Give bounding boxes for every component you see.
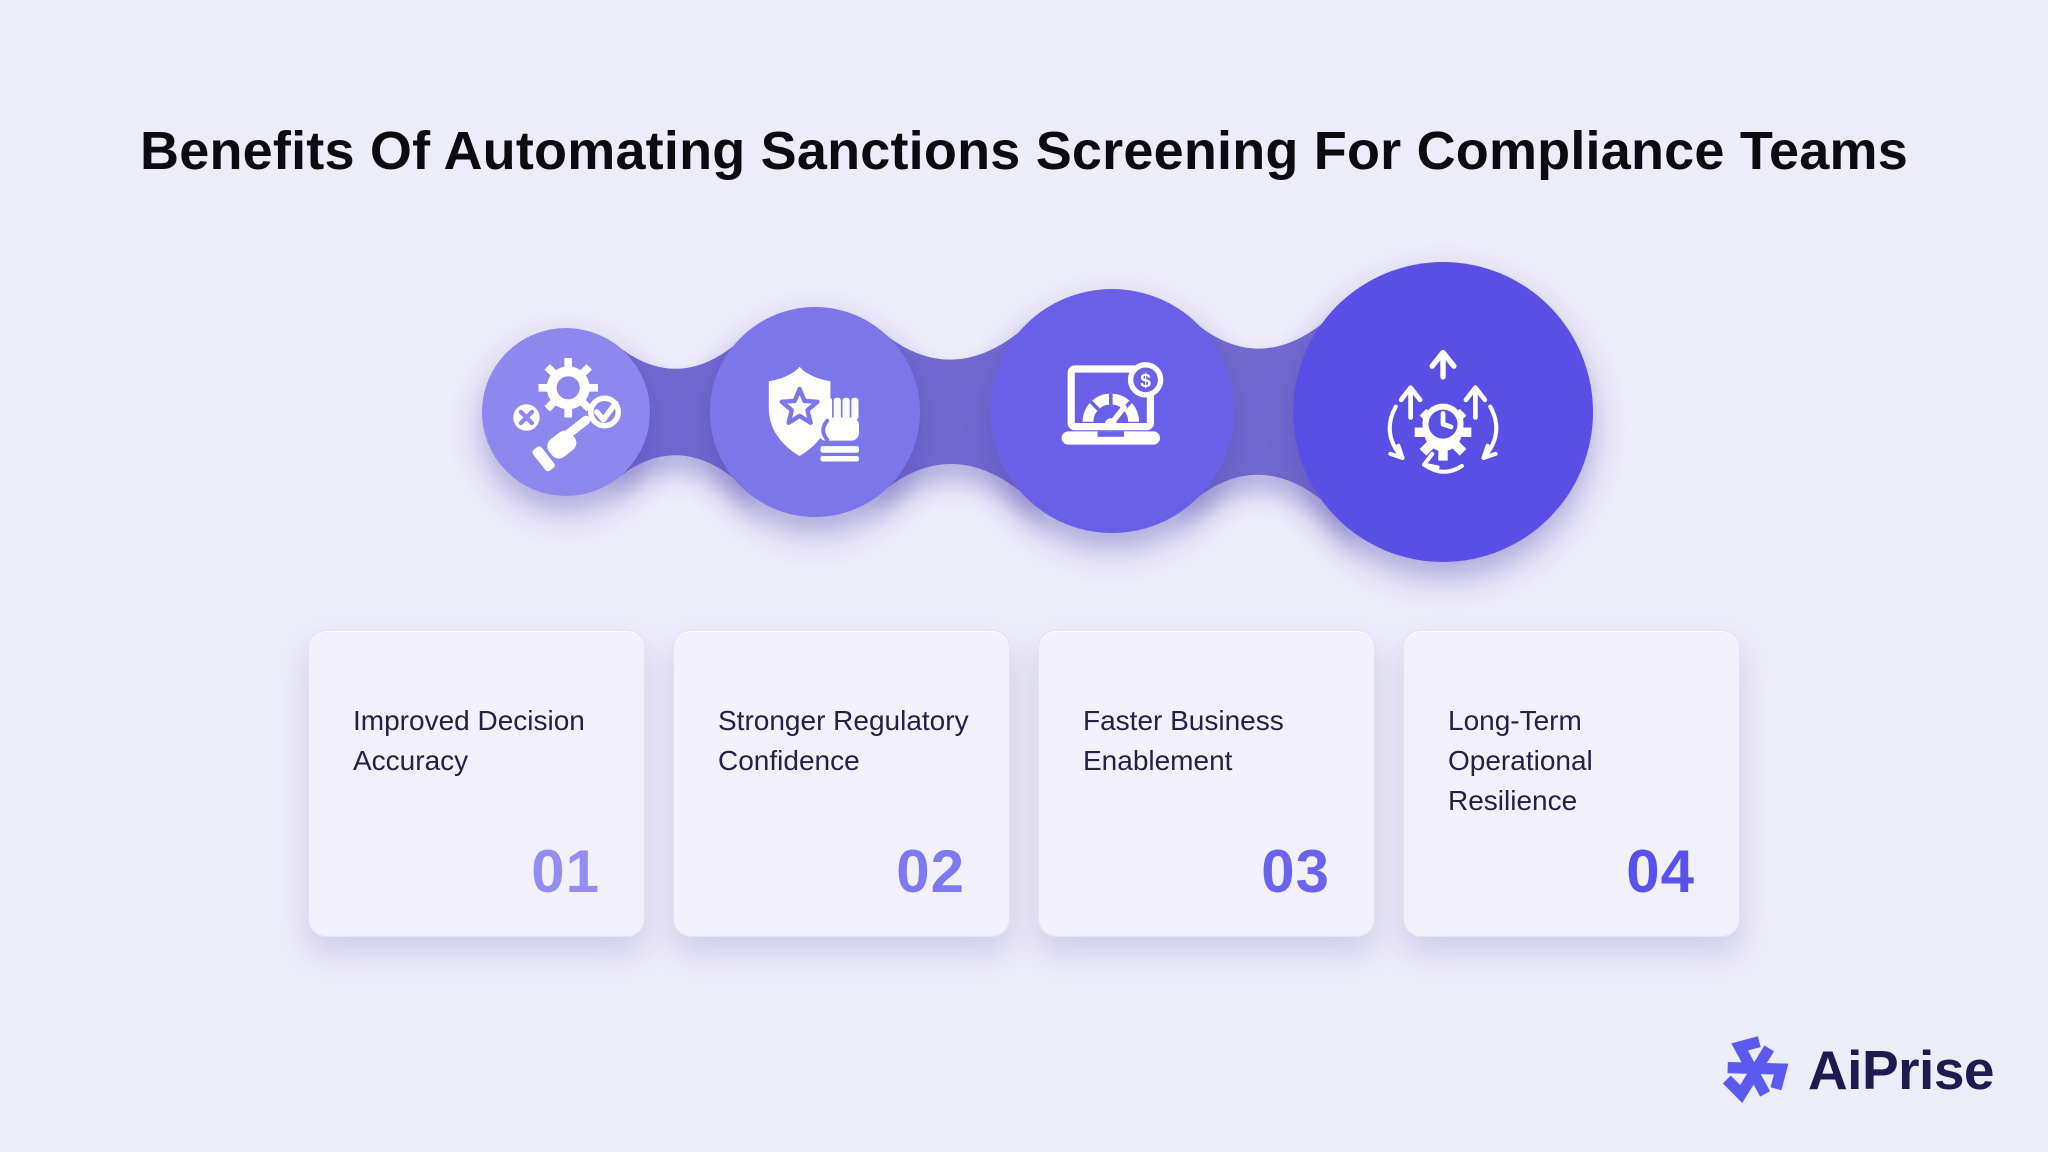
shield-star-fist-icon [768,366,859,462]
benefit-card-label: Improved Decision Accuracy [353,705,585,776]
gear-clock-growth-arrows-icon [1387,349,1499,474]
benefit-card-1: Improved Decision Accuracy 01 [308,630,645,937]
gear-check-cross-hand-icon [513,358,622,472]
benefit-card-number: 03 [1261,838,1330,905]
benefit-card-4: Long-Term Operational Resilience 04 [1403,630,1740,937]
benefit-card-label: Stronger Regulatory Confidence [718,705,969,776]
benefit-card-number: 02 [896,838,965,905]
benefit-card-2: Stronger Regulatory Confidence 02 [673,630,1010,937]
benefit-card-label: Long-Term Operational Resilience [1448,705,1593,816]
logo-text: AiPrise [1807,1039,1995,1101]
process-flow-svg: $ [482,262,1593,562]
benefit-card-3: Faster Business Enablement 03 [1038,630,1375,937]
step-circle-3 [990,289,1234,533]
infographic-title: Benefits Of Automating Sanctions Screeni… [140,121,1908,181]
benefit-cards-row: Improved Decision Accuracy 01 Stronger R… [0,630,2048,937]
benefit-card-number: 04 [1626,838,1695,905]
connector-2 [875,311,1042,511]
benefit-card-label: Faster Business Enablement [1083,705,1284,776]
brand-logo: AiPrise [1714,1030,1995,1110]
dollar-symbol: $ [1140,371,1151,392]
laptop-speed-gauge-dollar-icon: $ [1061,362,1164,445]
aiprise-logo-mark-icon [1722,1036,1789,1103]
benefit-card-number: 01 [531,838,600,905]
